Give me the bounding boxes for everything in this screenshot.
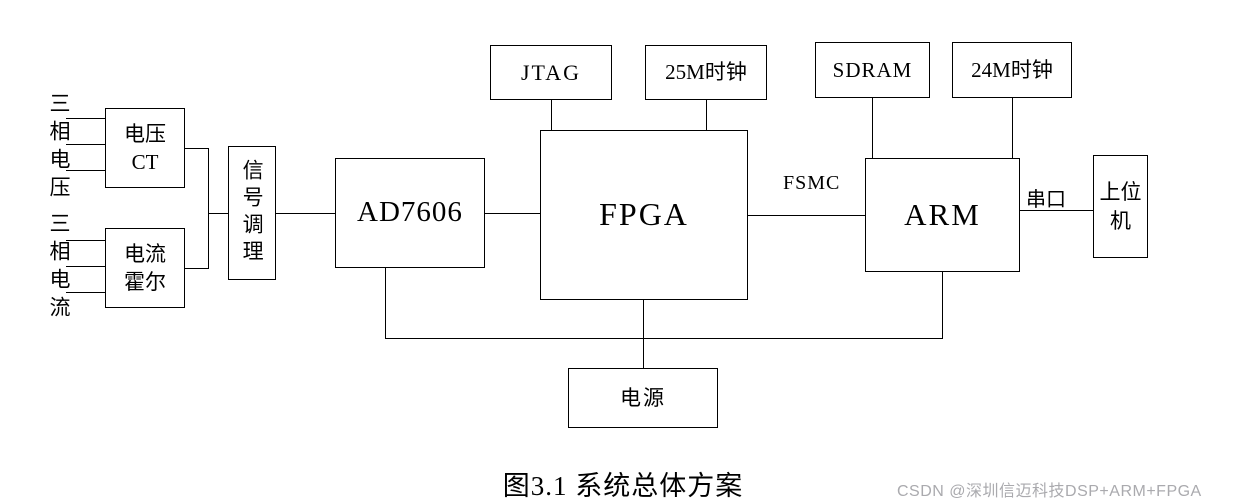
- current-phase-line-2: [66, 266, 105, 267]
- voltage-phase-line-2: [66, 144, 105, 145]
- connector-merge-vertical: [208, 148, 209, 269]
- block-sdram: SDRAM: [815, 42, 930, 98]
- bus-label-serial-port: 串口: [1026, 189, 1066, 211]
- block-clock-25m: 25M时钟: [645, 45, 767, 100]
- connector-arm-to-host-serial: [1020, 210, 1093, 211]
- block-signal-conditioning: 信号调理: [228, 146, 276, 280]
- connector-hall-out: [185, 268, 208, 269]
- block-ad7606: AD7606: [335, 158, 485, 268]
- input-label-three-phase-voltage: 三相电压: [47, 92, 71, 204]
- block-current-hall: 电流 霍尔: [105, 228, 185, 308]
- connector-fpga-to-arm-fsmc: [748, 215, 865, 216]
- block-voltage-ct: 电压 CT: [105, 108, 185, 188]
- connector-ad7606-power: [385, 268, 386, 338]
- connector-signal-to-ad7606: [276, 213, 335, 214]
- connector-sdram-to-arm: [872, 98, 873, 158]
- input-label-three-phase-current: 三相电流: [47, 212, 71, 324]
- voltage-phase-line-1: [66, 118, 105, 119]
- connector-clock24m-to-arm: [1012, 98, 1013, 158]
- watermark-text: CSDN @深圳信迈科技DSP+ARM+FPGA: [897, 483, 1202, 500]
- connector-clock25m-to-fpga: [706, 100, 707, 130]
- figure-caption: 图3.1 系统总体方案: [502, 471, 744, 501]
- connector-power-rail: [385, 338, 943, 339]
- connector-fpga-to-power: [643, 300, 644, 368]
- block-host-computer: 上位 机: [1093, 155, 1148, 258]
- block-clock-24m: 24M时钟: [952, 42, 1072, 98]
- bus-label-fsmc: FSMC: [783, 172, 841, 194]
- connector-ad7606-to-fpga: [485, 213, 540, 214]
- connector-merge-to-signal: [208, 213, 228, 214]
- block-power: 电源: [568, 368, 718, 428]
- block-fpga: FPGA: [540, 130, 748, 300]
- connector-jtag-to-fpga: [551, 100, 552, 130]
- voltage-phase-line-3: [66, 170, 105, 171]
- block-arm: ARM: [865, 158, 1020, 272]
- connector-ct-out: [185, 148, 208, 149]
- current-phase-line-1: [66, 240, 105, 241]
- block-jtag: JTAG: [490, 45, 612, 100]
- connector-arm-power: [942, 272, 943, 338]
- current-phase-line-3: [66, 292, 105, 293]
